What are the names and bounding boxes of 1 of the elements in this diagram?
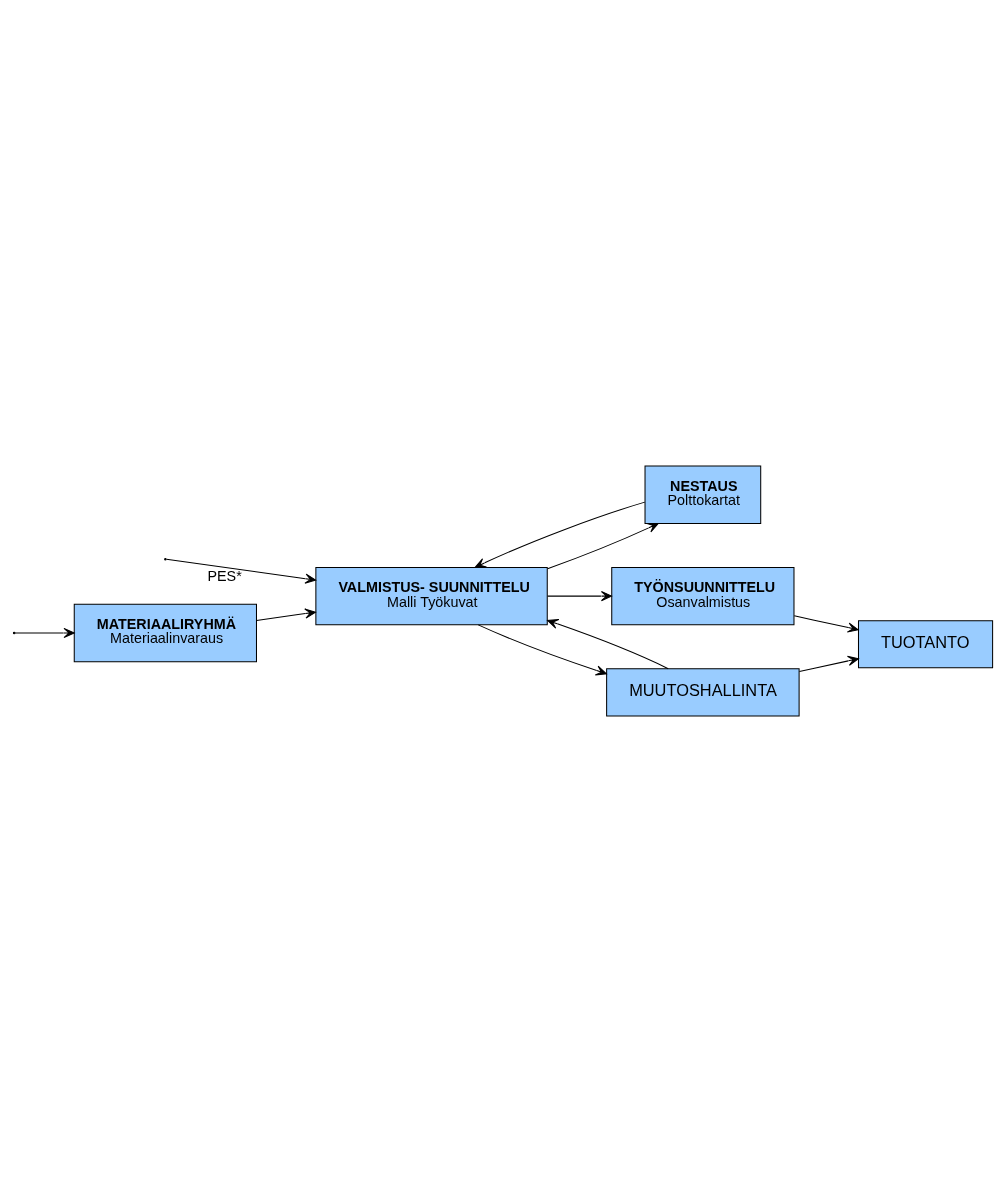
edge-label: PES*: [206, 568, 242, 585]
